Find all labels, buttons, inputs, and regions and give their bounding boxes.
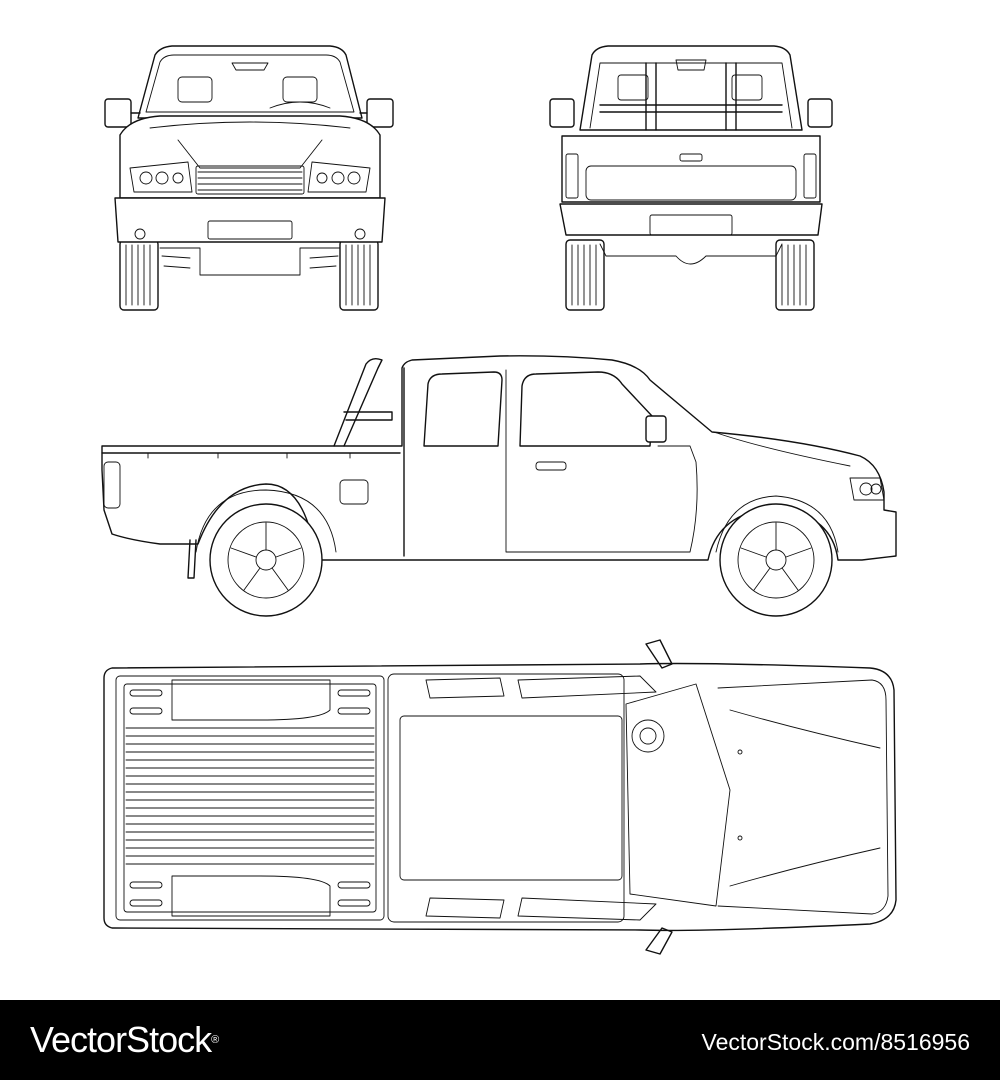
rear-view	[549, 45, 833, 311]
asset-url: VectorStock.com/8516956	[701, 1029, 971, 1055]
watermark-footer: VectorStock® VectorStock.com/8516956	[0, 1000, 1000, 1080]
truck-template-drawing	[101, 45, 897, 955]
top-view	[103, 639, 897, 955]
brand-name: VectorStock	[30, 1019, 212, 1060]
brand-mark: ®	[211, 1034, 219, 1046]
front-view	[104, 45, 394, 311]
brand-logo: VectorStock®	[30, 1016, 219, 1064]
side-view	[101, 355, 897, 617]
